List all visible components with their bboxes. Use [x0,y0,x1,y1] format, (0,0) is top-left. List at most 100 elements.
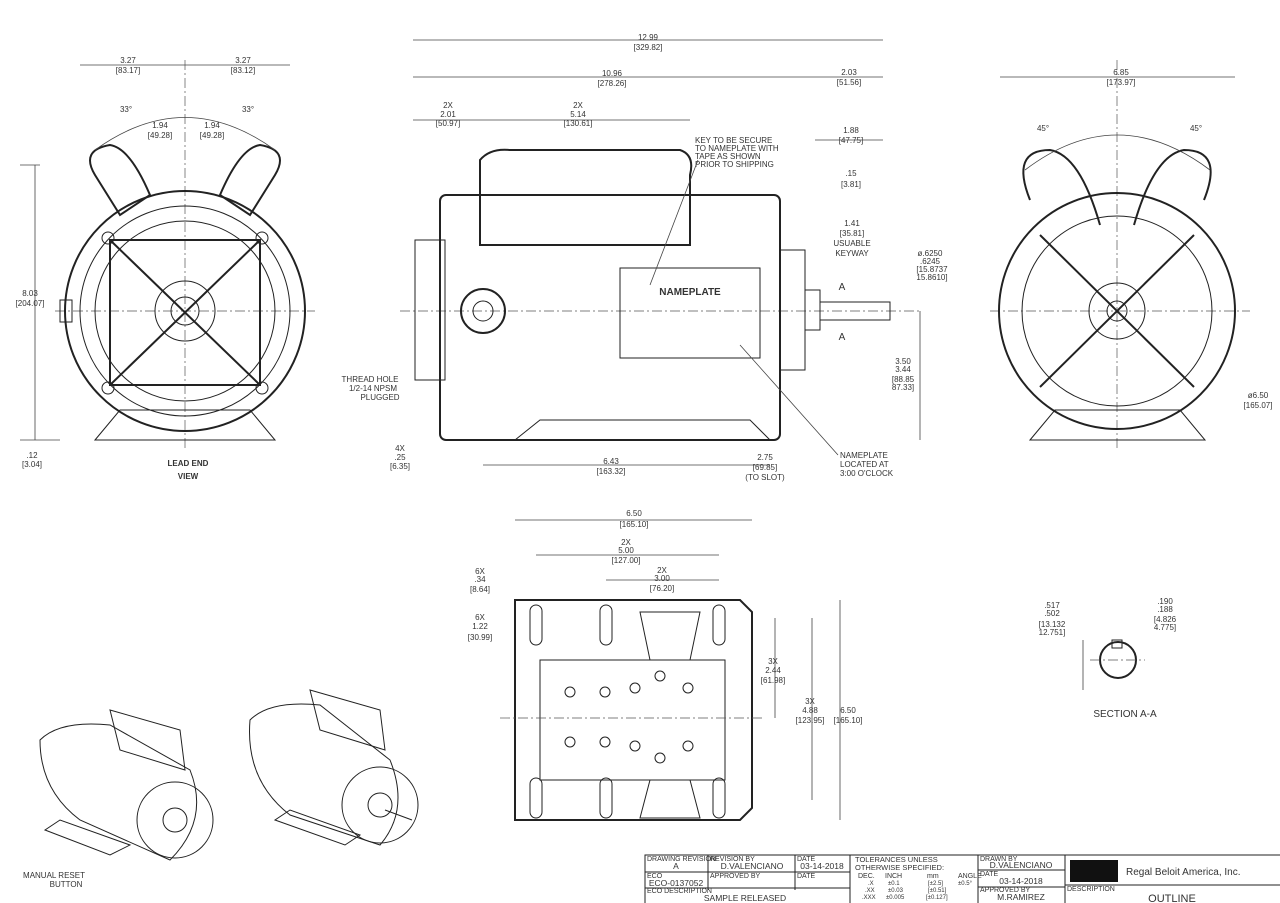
slot-note: (TO SLOT) [745,473,785,482]
manual-reset-label: MANUAL RESET [23,871,85,880]
dim-key-depth-mm: [13.132 [1039,620,1066,629]
tolerance-cell: .XX [865,888,875,894]
nameplate-note: 3:00 O'CLOCK [840,469,894,478]
key-note: KEY TO BE SECURE [695,136,772,145]
dim-shaft-height-mm: [88.85 [892,375,915,384]
key-note: TAPE AS SHOWN [695,152,761,161]
tolerance-cell: ±0.03 [888,888,904,894]
tolerance-cell: .XXX [862,895,876,901]
dim-15-mm: [3.81] [841,180,861,189]
dim-cap: 2.01 [440,110,456,119]
date-label: DATE [797,856,815,863]
nameplate-label: NAMEPLATE [659,287,721,298]
tolerance-col-header: DEC. [858,873,875,880]
thread-note: THREAD HOLE [342,375,399,384]
drawn-by-value: D.VALENCIANO [990,860,1053,870]
dim-width-right-mm: [83.12] [231,66,255,75]
dim-slot: 2.75 [757,453,773,462]
dim-foot-mm: [3.04] [22,460,42,469]
opposite-end-view: 6.85[173.97] 45°45° ø6.50[165.07] [990,60,1272,450]
dim-shaft-dia-mm: [15.8737 [916,265,948,274]
dim-15: .15 [845,169,857,178]
nameplate-note: NAMEPLATE [840,451,888,460]
title-block: DRAWING REVISION A REVISION BY D.VALENCI… [644,854,1280,903]
dim-c1: 1.94 [152,121,168,130]
dim-keyway: 1.41 [844,219,860,228]
dim-base: 6.43 [603,457,619,466]
isometric-views: MANUAL RESET BUTTON [23,689,419,889]
dim-height: 6.50 [840,706,856,715]
nameplate-note: LOCATED AT [840,460,889,469]
dim-u: 2.44 [765,666,781,675]
dim-u-mm: [61.98] [761,676,785,685]
dim-height-mm: [165.10] [834,716,863,725]
dim-a: 5.00 [618,546,634,555]
dim-width-left-mm: [83.17] [116,66,140,75]
revision-by-value: D.VALENCIANO [721,861,784,871]
dim-shaft-dia: ø.6250 [918,249,943,258]
dim-foot: .12 [26,451,38,460]
key-note: PRIOR TO SHIPPING [695,160,774,169]
approved-by-label-2: APPROVED BY [980,887,1031,894]
dim-shaft: 2.03 [841,68,857,77]
thread-note: PLUGGED [360,393,399,402]
dim-overall: 12.99 [638,33,659,42]
tolerance-heading: TOLERANCES UNLESS [855,855,938,864]
tolerance-cell: [±2.5] [928,881,943,887]
thread-note: 1/2-14 NPSM [349,384,397,393]
dim-slot: .34 [474,575,486,584]
tolerance-heading-2: OTHERWISE SPECIFIED: [855,863,944,872]
company-name: Regal Beloit America, Inc. [1126,867,1241,878]
dim-slotlen-mm: [30.99] [468,633,492,642]
dim-slot-count: 6X [475,567,485,576]
eco-label: ECO [647,873,663,880]
dim-overall-mm: [329.82] [634,43,663,52]
date-label-2: DATE [797,873,815,880]
dim-angle-right: 33° [242,105,254,114]
tolerance-col-header: INCH [885,873,902,880]
dim-b-mm: [76.20] [650,584,674,593]
dim-hole-count: 4X [395,444,405,453]
dim-width: 6.50 [626,509,642,518]
dim-width-mm: [173.97] [1107,78,1136,87]
dim-hole: .25 [394,453,406,462]
dim-width: 6.85 [1113,68,1129,77]
dim-cap-mm: [50.97] [436,119,460,128]
dim-dia-mm: [165.07] [1244,401,1273,410]
dim-key-depth-2: .502 [1044,609,1060,618]
dim-height: 8.03 [22,289,38,298]
revision-label: DRAWING REVISION [647,856,716,863]
dim-cap-count: 2X [443,101,453,110]
description-label: DESCRIPTION [1067,886,1115,893]
company-logo [1070,860,1118,882]
eco-value: ECO-0137052 [649,878,704,888]
dim-shaft-mm: [51.56] [837,78,861,87]
dim-key-depth-mm-2: 12.751] [1039,628,1066,637]
dim-key-width: .190 [1157,597,1173,606]
base-view: 6.50[165.10] 2X5.00[127.00] 2X3.00[76.20… [468,509,863,821]
tolerance-cell: [±0.127] [926,895,948,901]
dim-v-mm: [123.95] [796,716,825,725]
key-note: TO NAMEPLATE WITH [695,144,779,153]
view-title: LEAD END [168,459,209,468]
manual-reset-label-2: BUTTON [50,880,83,889]
tolerance-cell: ±0.1 [888,881,900,887]
dim-a-mm: [127.00] [612,556,641,565]
dim-shaft-dia-mm-2: 15.8610] [916,273,947,282]
dim-slot-mm: [8.64] [470,585,490,594]
approved-by-label: APPROVED BY [710,873,761,880]
tolerance-cell: .X [868,881,874,887]
date-value: 03-14-2018 [800,861,844,871]
dim-c2: 1.94 [204,121,220,130]
dim-box: 5.14 [570,110,586,119]
dim-angle-right: 45° [1190,124,1202,133]
tolerance-cell: ±0.5° [958,881,973,887]
dim-b: 3.00 [654,574,670,583]
dim-c2-mm: [49.28] [200,131,224,140]
dim-key-width-mm-2: 4.775] [1154,623,1176,632]
dim-shaft-height: 3.50 [895,357,911,366]
dim-slotlen-count: 6X [475,613,485,622]
keyway-label-2: KEYWAY [835,249,869,258]
dim-key-width-2: .188 [1157,605,1173,614]
dim-box-mm: [130.61] [564,119,593,128]
